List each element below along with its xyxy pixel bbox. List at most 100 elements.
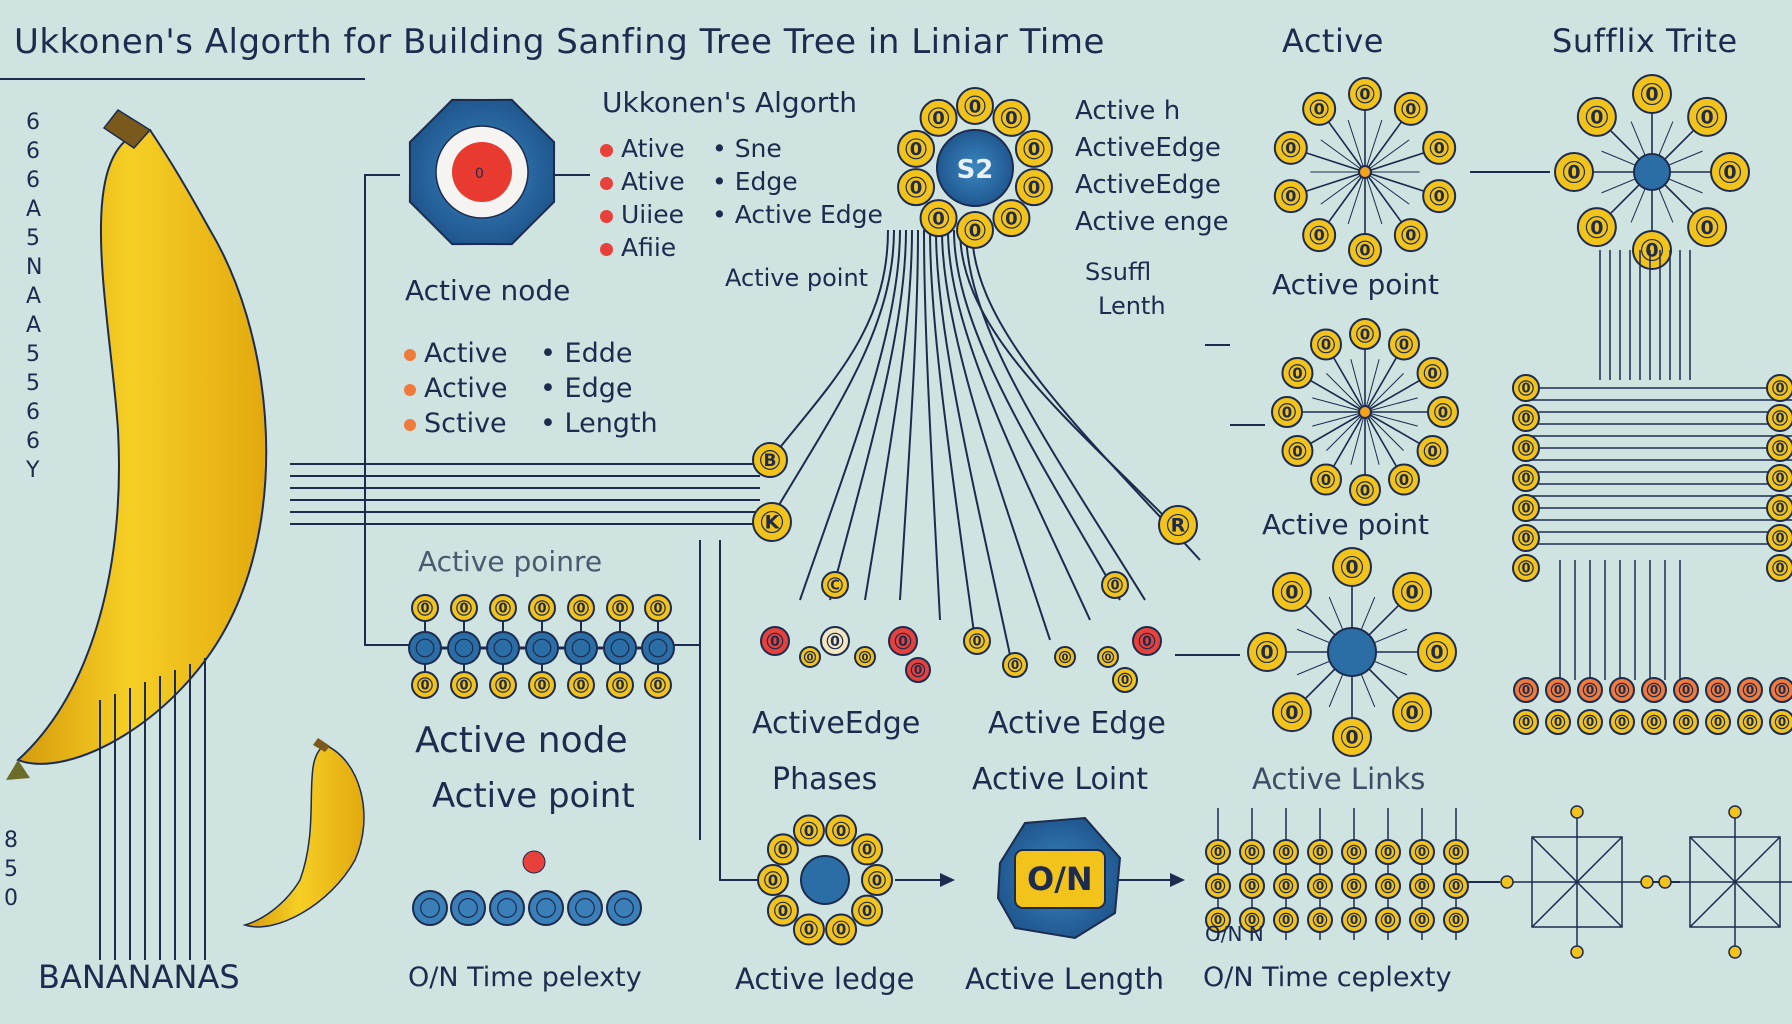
svg-text:0: 0 [836, 822, 846, 840]
legend-dot-icon [600, 176, 613, 190]
tree-node: 0 [1310, 328, 1342, 361]
suffix-length-line1: Ssuffl [1085, 258, 1152, 286]
tree-node: 0 [1101, 571, 1129, 599]
banana-drop-lines [99, 658, 206, 960]
tree-node: 0 [1205, 907, 1231, 933]
tree-node: 0 [1554, 152, 1594, 192]
tree-node: 0 [1512, 524, 1540, 552]
bottom-active-node: Active node [415, 720, 628, 761]
svg-text:0: 0 [537, 602, 546, 617]
svg-text:0: 0 [1350, 879, 1358, 893]
svg-text:0: 0 [1405, 582, 1418, 604]
svg-text:0: 0 [459, 602, 468, 617]
target-label: Active node [405, 274, 571, 307]
svg-text:0: 0 [1282, 879, 1290, 893]
tree-node [525, 631, 559, 665]
tree-node: 0 [1577, 709, 1603, 735]
tree-node: 0 [528, 594, 556, 622]
svg-text:0: 0 [770, 634, 780, 650]
tree-node: 0 [644, 594, 672, 622]
tree-node [486, 631, 520, 665]
legend-item: Active [404, 373, 508, 404]
svg-text:0: 0 [1005, 108, 1018, 129]
label-active-edge-2: Active Edge [988, 706, 1166, 741]
tree-node: 0 [1302, 91, 1337, 126]
left-char: N [26, 255, 43, 280]
legend-heading: Ukkonen's Algorth [602, 86, 858, 119]
tree-node: 0 [528, 671, 556, 699]
tree-node: 0 [1014, 168, 1053, 207]
svg-text:0: 0 [1682, 715, 1690, 729]
tree-node: B [752, 442, 788, 478]
tree-node: 0 [766, 833, 799, 866]
svg-text:0: 0 [1248, 879, 1256, 893]
svg-text:0: 0 [1321, 471, 1331, 489]
svg-text:0: 0 [862, 653, 869, 664]
tree-node: 0 [825, 913, 858, 946]
banana-bus-lines [290, 463, 760, 525]
bottom-complexity: O/N Time pelexty [408, 962, 642, 993]
svg-text:0: 0 [1618, 715, 1626, 729]
suffix-length-line2: Lenth [1098, 292, 1166, 320]
svg-text:0: 0 [1260, 642, 1273, 664]
tree-node: 0 [1766, 494, 1792, 522]
tree-node: 0 [1273, 873, 1299, 899]
tree-node [528, 890, 564, 926]
svg-text:0: 0 [1285, 582, 1298, 604]
svg-text:0: 0 [1248, 845, 1256, 859]
left-char: 5 [4, 857, 18, 882]
svg-text:0: 0 [1521, 382, 1530, 397]
tree-node: 0 [992, 199, 1031, 238]
svg-text:0: 0 [1292, 364, 1302, 382]
tree-node: 0 [956, 87, 994, 125]
legend-item: Ative [600, 134, 685, 163]
left-char: Y [26, 458, 40, 483]
left-char: A [26, 284, 42, 309]
tree-node: 0 [1281, 435, 1314, 467]
tree-node: 0 [1766, 554, 1792, 582]
svg-text:0: 0 [898, 634, 908, 650]
active-point-label-2: Active point [1262, 508, 1429, 541]
svg-text:0: 0 [1316, 845, 1324, 859]
legend-dot-icon [404, 348, 416, 361]
tree-node: 0 [1002, 652, 1028, 678]
tree-node: 0 [1348, 233, 1382, 267]
svg-text:0: 0 [1554, 715, 1562, 729]
svg-text:0: 0 [768, 871, 778, 889]
tree-node [450, 890, 486, 926]
svg-text:0: 0 [1521, 472, 1530, 487]
svg-text:0: 0 [1105, 653, 1112, 664]
svg-text:0: 0 [1110, 579, 1119, 594]
legend-item-right: • Edge [540, 373, 633, 404]
tree-node: K [752, 502, 792, 542]
svg-text:0: 0 [1645, 240, 1658, 262]
svg-text:0: 0 [1316, 913, 1324, 927]
tree-node [489, 890, 525, 926]
svg-text:0: 0 [1427, 364, 1437, 382]
svg-text:0: 0 [1650, 715, 1658, 729]
svg-text:B: B [764, 451, 777, 471]
svg-text:0: 0 [1701, 217, 1714, 239]
tree-node: 0 [1416, 357, 1449, 389]
tree-node: 0 [1632, 74, 1672, 114]
tree-node: 0 [1705, 677, 1731, 703]
tree-node: 0 [919, 98, 958, 137]
bananas-label: BANANANAS [38, 958, 240, 996]
svg-text:0: 0 [1285, 702, 1298, 724]
tree-node: 0 [1341, 907, 1367, 933]
tree-node: 0 [450, 594, 478, 622]
svg-text:0: 0 [1567, 162, 1580, 184]
label-active-loint: Active Loint [972, 762, 1148, 797]
svg-text:0: 0 [862, 902, 872, 920]
tree-node: 0 [1513, 677, 1539, 703]
svg-text:0: 0 [653, 602, 662, 617]
tree-node: 0 [1443, 873, 1469, 899]
tree-node: 0 [1307, 907, 1333, 933]
